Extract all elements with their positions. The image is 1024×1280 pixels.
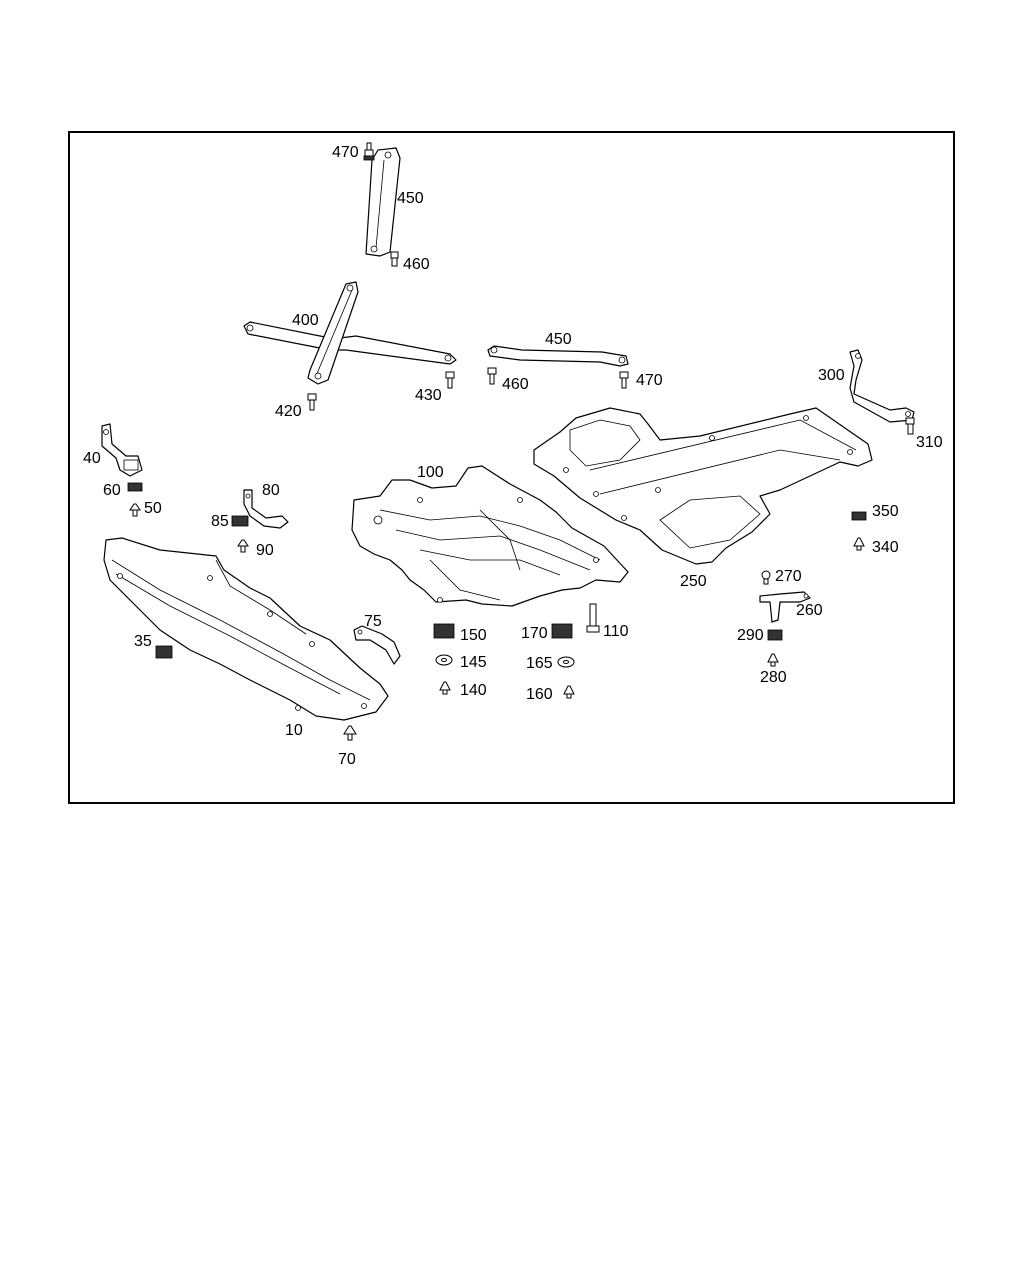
callout-145: 145 [460,654,487,671]
callout-50: 50 [144,500,162,517]
cross-brace-400 [243,281,457,385]
bolt-460-upper [390,251,399,267]
callout-85: 85 [211,513,229,530]
bolt-110 [586,603,600,633]
callout-170: 170 [521,625,548,642]
rivet-140 [439,681,451,695]
bracket-40 [101,423,143,477]
rivet-340 [853,537,865,551]
bracket-300 [849,349,915,423]
strut-450-upper [365,147,401,257]
bracket-80 [243,489,289,529]
callout-290: 290 [737,627,764,644]
bolt-430 [445,371,455,389]
rivet-280 [767,653,779,667]
clip-150 [433,623,455,639]
callout-400: 400 [292,312,319,329]
bracket-260 [759,591,811,623]
callout-310: 310 [916,434,943,451]
callout-80: 80 [262,482,280,499]
bolt-310 [905,417,915,435]
rivet-70 [343,725,357,741]
callout-470-lower: 470 [636,372,663,389]
callout-165: 165 [526,655,553,672]
clip-290 [767,629,783,641]
washer-165 [557,656,575,668]
clip-350 [851,511,867,521]
callout-350: 350 [872,503,899,520]
callout-450-lower: 450 [545,331,572,348]
callout-340: 340 [872,539,899,556]
callout-460-upper: 460 [403,256,430,273]
callout-40: 40 [83,450,101,467]
callout-110: 110 [603,623,629,640]
rivet-90 [237,539,249,553]
clip-270 [761,570,771,585]
bracket-75 [353,625,401,665]
strut-450-lower [487,345,629,367]
callout-470-upper: 470 [332,144,359,161]
callout-270: 270 [775,568,802,585]
rivet-50 [129,503,141,517]
callout-460-lower: 460 [502,376,529,393]
bolt-460-lower [487,367,497,385]
callout-150: 150 [460,627,487,644]
panel-10 [103,537,389,721]
callout-160: 160 [526,686,553,703]
clip-60 [127,482,143,492]
callout-70: 70 [338,751,356,768]
callout-280: 280 [760,669,787,686]
bolt-470-lower [619,371,629,389]
washer-145 [435,654,453,666]
rivet-160 [563,685,575,699]
panel-250 [533,407,873,565]
callout-140: 140 [460,682,487,699]
callout-60: 60 [103,482,121,499]
clip-170 [551,623,573,639]
callout-420: 420 [275,403,302,420]
callout-35: 35 [134,633,152,650]
clip-35 [155,645,173,659]
callout-90: 90 [256,542,274,559]
bolt-420 [307,393,317,411]
callout-260: 260 [796,602,823,619]
callout-450-upper: 450 [397,190,424,207]
callout-10: 10 [285,722,303,739]
callout-250: 250 [680,573,707,590]
callout-430: 430 [415,387,442,404]
panel-100 [351,465,629,607]
callout-300: 300 [818,367,845,384]
callout-75: 75 [364,613,382,630]
bolt-470-upper [363,142,375,161]
clip-85 [231,515,249,527]
callout-100: 100 [417,464,444,481]
